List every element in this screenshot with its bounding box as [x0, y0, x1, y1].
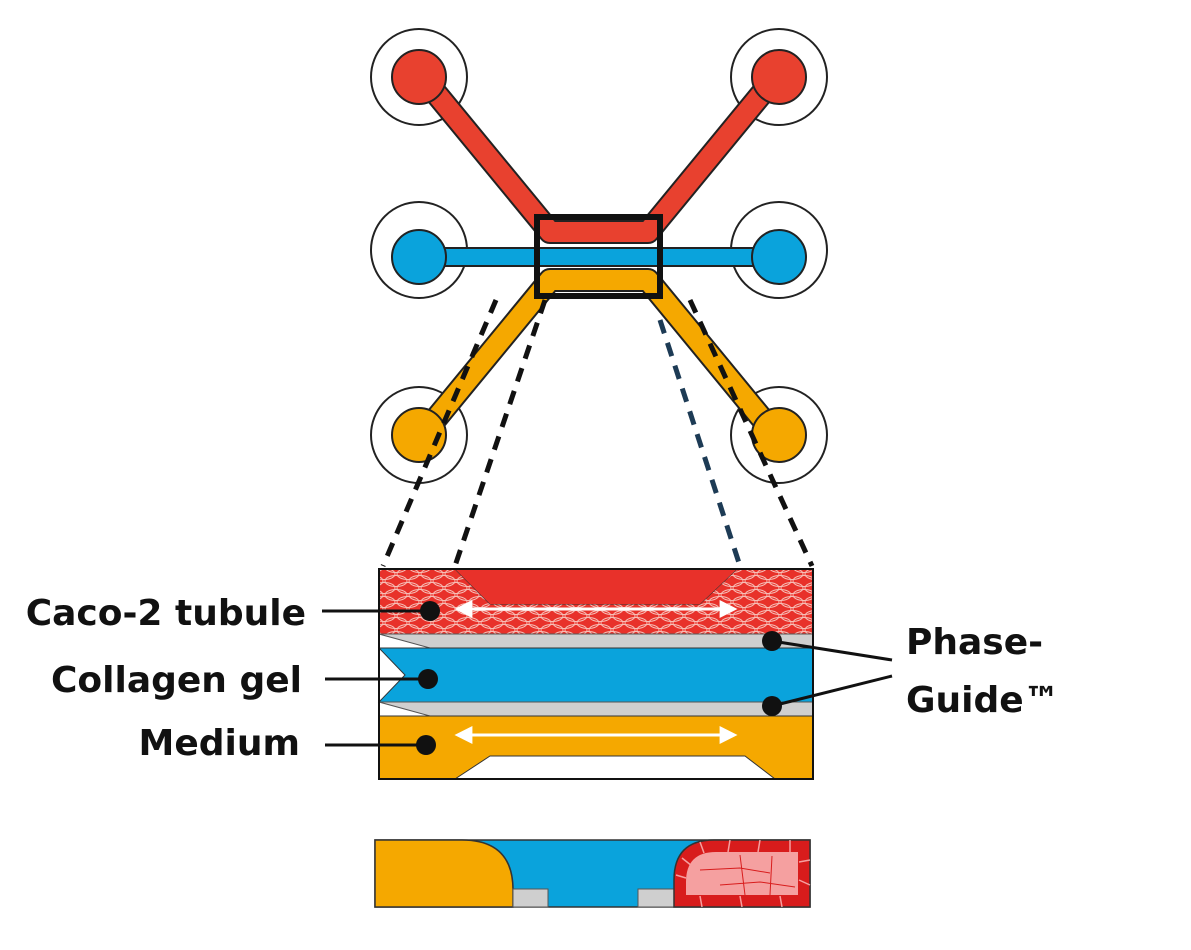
- cross-section-phaseguide-left: [512, 888, 549, 908]
- orange-channel-top: [391, 268, 807, 463]
- label-medium: Medium: [139, 723, 301, 764]
- cross-section-phaseguide-right: [637, 888, 675, 908]
- label-phaseguide-line2: Guide™: [906, 680, 1060, 721]
- cross-section-lumen-lines: [699, 854, 796, 896]
- cross-section-cell-borders: [675, 839, 811, 908]
- chip-top-view: [370, 28, 828, 484]
- zoom-lines: [380, 298, 815, 568]
- caco2-lumen: [455, 569, 737, 604]
- label-collagen-gel: Collagen gel: [51, 660, 302, 701]
- zoom-detail-border: [378, 568, 814, 780]
- callout-dots: [416, 601, 782, 755]
- cross-section-medium: [374, 839, 514, 908]
- chip-cross-section: [374, 839, 811, 908]
- label-caco2-tubule: Caco-2 tubule: [26, 593, 306, 634]
- red-channel-top: [391, 49, 807, 244]
- zoom-detail: [377, 568, 814, 780]
- phaseguide-top: [378, 633, 814, 649]
- callout-lines: [322, 609, 893, 747]
- label-phaseguide-line1: Phase-: [906, 622, 1043, 663]
- blue-channel-top: [391, 229, 807, 285]
- collagen-gel-layer: [377, 647, 814, 703]
- zoom-box: [534, 214, 663, 299]
- phaseguide-bottom: [378, 701, 814, 717]
